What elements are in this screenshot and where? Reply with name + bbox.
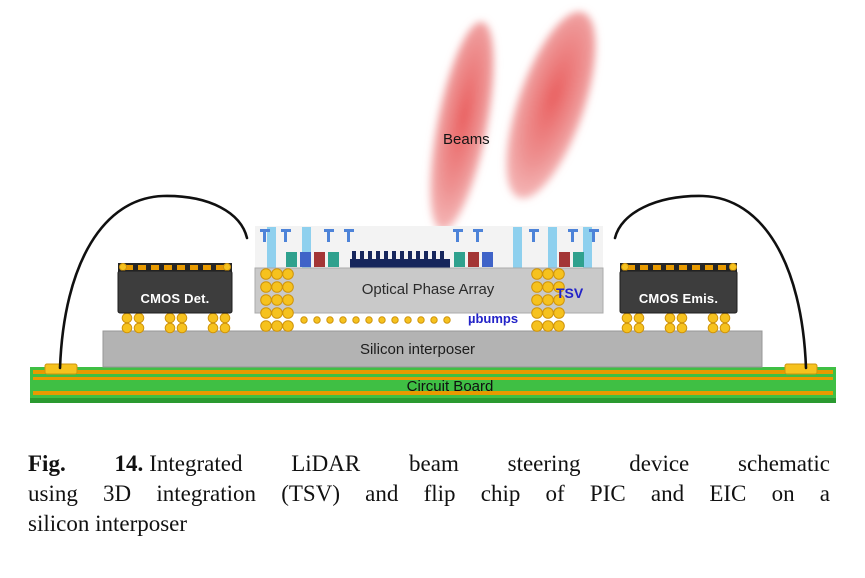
lidar-schematic: Beams Optical Phase Array TSV µbumps Sil… (30, 11, 836, 403)
circuit-board-layer (30, 363, 836, 403)
wire-bond-right (613, 194, 808, 370)
cmos-emis-bumps (621, 312, 731, 334)
caption-line-3: silicon interposer (28, 511, 188, 536)
cmos-det-bumps (121, 312, 231, 334)
beams-graphic (430, 11, 596, 231)
optical-phase-array-label: Optical Phase Array (361, 281, 495, 298)
cmos-emis-label: CMOS Emis. (638, 291, 719, 306)
wire-bond-left (58, 194, 249, 370)
schematic-graphic (30, 11, 836, 403)
tsv-pillar-stacks (260, 268, 565, 332)
caption-line-2: using 3D integration (TSV) and flip chip… (28, 481, 830, 506)
caption-line-1-text: Integrated LiDAR beam steering device sc… (149, 451, 830, 476)
silicon-interposer-layer (102, 330, 763, 368)
cmos-emis-chip (619, 263, 738, 314)
microbumps-label: µbumps (468, 311, 519, 326)
silicon-interposer-label: Silicon interposer (359, 341, 476, 358)
caption-line-1: Fig. 14.Integrated LiDAR beam steering d… (28, 449, 830, 479)
antenna-glyphs (260, 229, 599, 242)
figure-tag: Fig. 14. (28, 451, 144, 476)
photonic-component-blocks (286, 252, 584, 267)
tsv-label: TSV (556, 285, 584, 301)
beams-label: Beams (443, 131, 490, 148)
circuit-board-label: Circuit Board (406, 378, 494, 395)
cmos-det-chip (117, 263, 233, 314)
grating-coupler (350, 251, 450, 268)
figure-caption: Fig. 14.Integrated LiDAR beam steering d… (28, 449, 830, 539)
microbumps (300, 316, 451, 324)
pic-waveguide-layer (255, 226, 603, 268)
cmos-det-label: CMOS Det. (140, 291, 210, 306)
